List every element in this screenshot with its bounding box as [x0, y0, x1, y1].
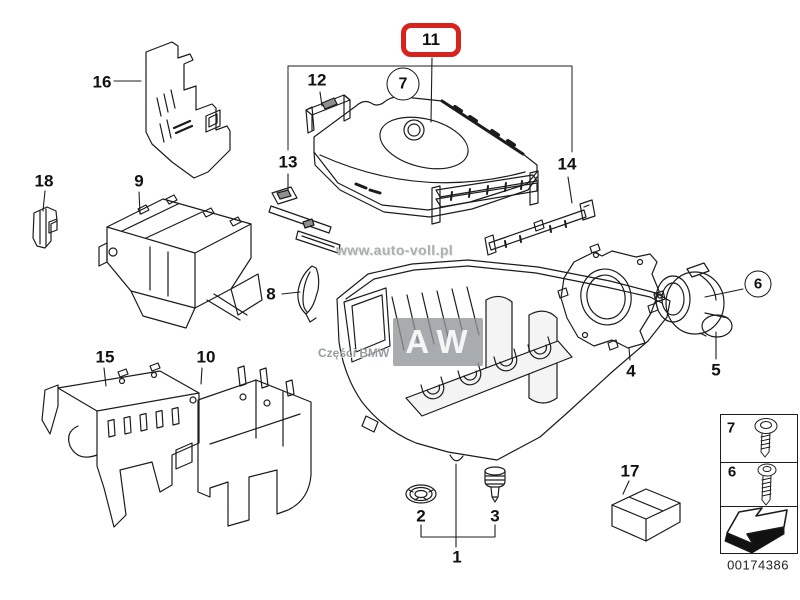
- watermark-brand-text: Części BMW: [318, 346, 390, 360]
- callout-1[interactable]: 1: [450, 547, 464, 567]
- callout-13[interactable]: 13: [276, 152, 300, 172]
- callout-2[interactable]: 2: [414, 506, 428, 526]
- part-5-drawing: [653, 262, 733, 338]
- screw-icon: [757, 463, 777, 506]
- part-3-drawing: [484, 466, 506, 503]
- part-11-drawing: [313, 96, 539, 225]
- part-16-drawing: [145, 41, 231, 179]
- fastener-legend: [720, 414, 798, 554]
- part-8-drawing: [297, 265, 320, 323]
- part-10-drawing: [197, 365, 312, 527]
- callout-16[interactable]: 16: [90, 72, 114, 92]
- part-group-box: [287, 65, 573, 153]
- callout-12[interactable]: 12: [305, 70, 329, 90]
- callout-6-circled[interactable]: 6: [744, 270, 772, 298]
- direction-arrow-icon: [724, 507, 788, 554]
- callout-18[interactable]: 18: [32, 171, 56, 191]
- callout-8[interactable]: 8: [264, 284, 278, 304]
- leader-lines: [42, 57, 744, 548]
- watermark-logo: AW: [393, 318, 483, 366]
- part-15-drawing: [41, 362, 200, 528]
- part-9-drawing: [98, 194, 263, 329]
- part-12-drawing: [305, 94, 351, 134]
- part-14-drawing: [484, 199, 596, 256]
- callout-17[interactable]: 17: [618, 461, 642, 481]
- callout-9[interactable]: 9: [132, 171, 146, 191]
- part-17-drawing: [611, 488, 681, 542]
- part-18-drawing: [32, 206, 58, 249]
- legend-row-7-label: 7: [726, 419, 736, 437]
- screw-icon: [754, 418, 778, 458]
- watermark-site-url: www.auto-voll.pl: [336, 242, 454, 258]
- callout-7-circled[interactable]: 7: [386, 67, 420, 101]
- legend-row-6-label: 6: [727, 463, 737, 481]
- part-4-drawing: [557, 243, 660, 351]
- part-1-drawing: [336, 259, 671, 462]
- document-number: 00174386: [727, 557, 789, 573]
- callout-5[interactable]: 5: [709, 360, 723, 380]
- callout-4[interactable]: 4: [624, 361, 638, 381]
- callout-3[interactable]: 3: [488, 506, 502, 526]
- callout-10[interactable]: 10: [194, 347, 218, 367]
- part-2-drawing: [405, 484, 437, 504]
- callout-14[interactable]: 14: [555, 154, 579, 174]
- selected-part-highlight[interactable]: 11: [401, 23, 461, 57]
- part-13-drawing: [268, 186, 341, 254]
- callout-15[interactable]: 15: [93, 347, 117, 367]
